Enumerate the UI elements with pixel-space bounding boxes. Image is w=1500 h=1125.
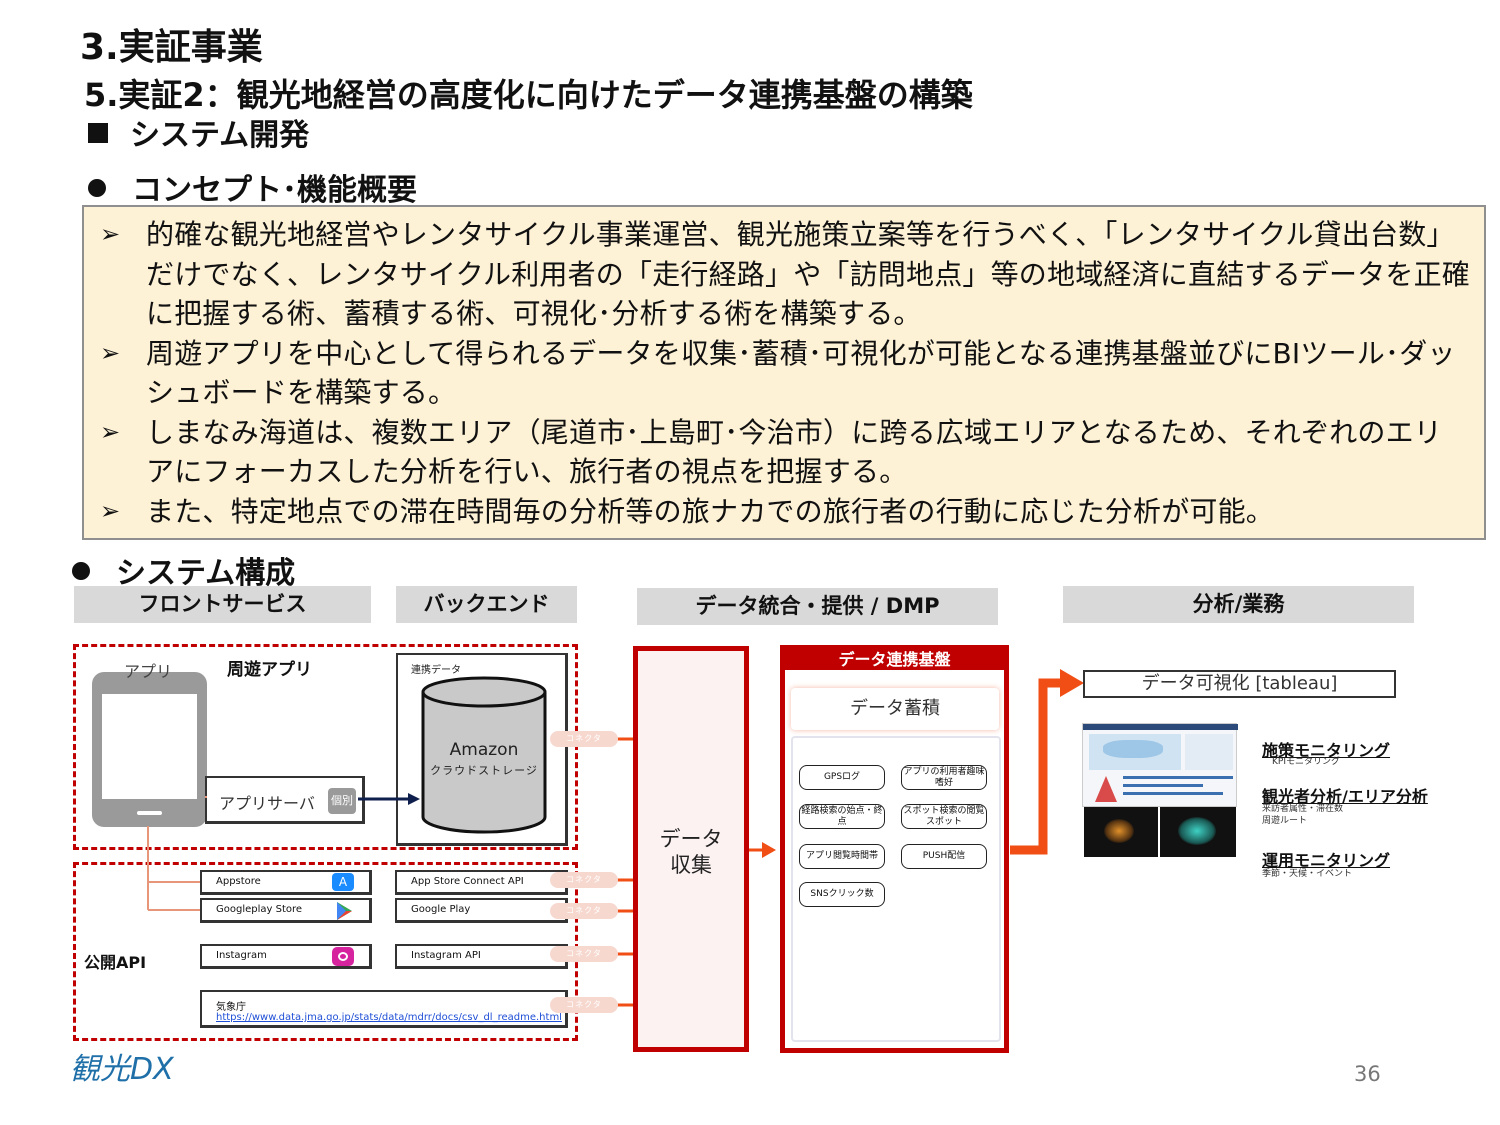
service-row-googleplay: Googleplay Store xyxy=(200,898,372,923)
api-row: Instagram API xyxy=(395,944,568,969)
api-row: App Store Connect API xyxy=(395,870,568,895)
connector-badge: コネクタ xyxy=(550,731,618,747)
column-header-dmp: データ統合・提供 / DMP xyxy=(637,588,998,625)
arrow-bullet-icon: ➢ xyxy=(100,338,121,367)
app-name: 周遊アプリ xyxy=(227,660,312,680)
analysis-item-sub: KPIモニタリング xyxy=(1272,757,1340,767)
concept-bullet: ➢ 的確な観光地経営やレンタサイクル事業運営、観光施策立案等を行うべく、「レンタサ… xyxy=(100,215,1470,334)
arrow-bullet-icon: ➢ xyxy=(100,220,121,248)
jma-box: 気象庁 https://www.data.jma.go.jp/stats/dat… xyxy=(200,990,568,1028)
storage-sub: クラウドストレージ xyxy=(430,764,538,777)
jma-link[interactable]: https://www.data.jma.go.jp/stats/data/md… xyxy=(216,1012,562,1023)
app-group-frame xyxy=(73,644,578,850)
data-store-header: データ蓄積 xyxy=(791,688,999,730)
google-play-icon xyxy=(337,902,352,920)
square-bullet-icon xyxy=(88,123,108,143)
api-name: App Store Connect API xyxy=(411,876,524,887)
dataset-item: スポット検索の閲覧スポット xyxy=(901,804,987,829)
dataset-item: 経路検索の始点・終点 xyxy=(799,804,885,829)
dashboard-thumbnail-heatmap xyxy=(1084,807,1158,857)
app-label: アプリ xyxy=(124,662,173,681)
analysis-item-title: 運用モニタリング xyxy=(1262,851,1391,870)
page-number: 36 xyxy=(1354,1062,1381,1086)
concept-bullet: ➢ また、特定地点での滞在時間毎の分析等の旅ナカでの旅行者の行動に応じた分析が可能… xyxy=(100,492,1470,532)
dataset-item: GPSログ xyxy=(799,765,885,790)
api-name: Instagram API xyxy=(411,950,481,961)
dataset-item: PUSH配信 xyxy=(901,844,987,869)
system-heading: システム構成 xyxy=(72,548,295,592)
api-row: Google Play xyxy=(395,898,568,923)
data-collection-label: データ 収集 xyxy=(659,827,723,877)
service-name: Appstore xyxy=(216,876,261,887)
app-server-label: アプリサーバ xyxy=(219,794,315,813)
analysis-item-sub: 来訪者属性・滞在数 周遊ルート xyxy=(1262,804,1344,826)
topic-label: システム開発 xyxy=(130,118,310,153)
data-platform-title: データ連携基盤 xyxy=(785,650,1004,670)
connector-badge: コネクタ xyxy=(550,997,618,1013)
tableau-viz-box: データ可視化 [tableau] xyxy=(1083,670,1396,698)
subsection-title: 5.実証2：観光地経営の高度化に向けたデータ連携基盤の構築 xyxy=(84,76,973,114)
service-name: Instagram xyxy=(216,950,267,961)
concept-bullet: ➢ しまなみ海道は、複数エリア（尾道市･上島町･今治市）に跨る広域エリアとなるため… xyxy=(100,413,1470,492)
service-name: Googleplay Store xyxy=(216,904,303,915)
app-store-icon: A xyxy=(332,873,354,891)
arrow-bullet-icon: ➢ xyxy=(100,417,121,446)
service-row-instagram: Instagram xyxy=(200,944,372,969)
connector-badge: コネクタ xyxy=(550,903,618,919)
api-name: Google Play xyxy=(411,904,471,915)
column-header-analysis: 分析/業務 xyxy=(1063,586,1414,623)
link-data-label: 連携データ xyxy=(411,665,461,676)
arrow-bullet-icon: ➢ xyxy=(100,496,121,525)
topic-title: システム開発 xyxy=(88,110,309,154)
concept-bullet-text: しまなみ海道は、複数エリア（尾道市･上島町･今治市）に跨る広域エリアとなるため、… xyxy=(146,415,1443,489)
concept-bullet: ➢ 周遊アプリを中心として得られるデータを収集･蓄積･可視化が可能となる連携基盤並… xyxy=(100,334,1470,413)
storage-name: Amazon xyxy=(449,740,519,760)
dataset-item: SNSクリック数 xyxy=(799,882,885,907)
public-api-label: 公開API xyxy=(84,953,147,972)
analysis-item-sub: 季節・天候・イベント xyxy=(1262,869,1353,879)
system-heading-label: システム構成 xyxy=(116,556,296,591)
concept-bullet-text: 周遊アプリを中心として得られるデータを収集･蓄積･可視化が可能となる連携基盤並び… xyxy=(146,336,1456,410)
dataset-item: アプリの利用者趣味嗜好 xyxy=(901,765,987,790)
jma-name: 気象庁 xyxy=(216,1002,246,1013)
circle-bullet-icon xyxy=(72,562,90,580)
dataset-item: アプリ閲覧時間帯 xyxy=(799,844,885,869)
circle-bullet-icon xyxy=(88,179,106,197)
connector-badge: コネクタ xyxy=(550,946,618,962)
column-header-front: フロントサービス xyxy=(74,586,371,623)
cloud-storage-cylinder-icon xyxy=(421,676,547,834)
instagram-icon xyxy=(332,947,354,966)
section-title: 3.実証事業 xyxy=(80,27,263,68)
kanko-dx-logo: 観光DX xyxy=(70,1052,174,1087)
connector-badge: コネクタ xyxy=(550,872,618,888)
analysis-item-title: 施策モニタリング xyxy=(1262,741,1391,760)
service-row-appstore: Appstore A xyxy=(200,870,372,895)
concept-box: ➢ 的確な観光地経営やレンタサイクル事業運営、観光施策立案等を行うべく、「レンタサ… xyxy=(82,205,1486,540)
database-icon: 個別 xyxy=(328,788,356,814)
concept-bullet-text: 的確な観光地経営やレンタサイクル事業運営、観光施策立案等を行うべく、「レンタサイ… xyxy=(146,218,1471,330)
dashboard-thumbnail-route xyxy=(1160,807,1236,857)
dashboard-thumbnail-map xyxy=(1082,723,1238,807)
analysis-item-title: 観光者分析/エリア分析 xyxy=(1262,787,1428,806)
concept-bullet-text: また、特定地点での滞在時間毎の分析等の旅ナカでの旅行者の行動に応じた分析が可能。 xyxy=(146,494,1275,528)
tablet-icon xyxy=(92,672,207,827)
column-header-backend: バックエンド xyxy=(396,586,577,623)
concept-heading: コンセプト･機能概要 xyxy=(88,165,417,209)
data-collection-box: データ 収集 xyxy=(633,646,749,1052)
concept-heading-label: コンセプト･機能概要 xyxy=(132,173,417,208)
